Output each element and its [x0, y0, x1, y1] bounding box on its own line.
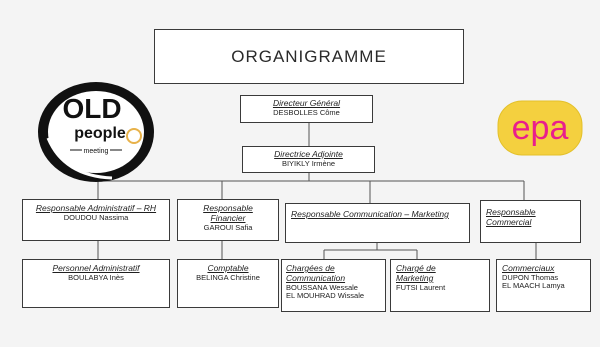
node-role: Chargé de Marketing	[396, 263, 436, 283]
node-responsable-communication-marketing: Responsable Communication – Marketing	[285, 203, 470, 243]
node-name: BOULABYA Inès	[68, 272, 124, 282]
node-role: Responsable Financier	[203, 203, 253, 223]
node-role: Personnel Administratif	[52, 263, 140, 273]
node-role: Responsable Administratif – RH	[35, 203, 157, 213]
old-logo-line3: meeting	[84, 148, 109, 155]
node-comptable: Comptable BELINGA Christine	[177, 259, 279, 308]
node-name: FUTSI Laurent	[396, 282, 446, 292]
node-name: BIYIKLY Irmène	[281, 158, 336, 168]
node-role: Chargées de Communication	[286, 263, 346, 283]
node-name: GAROUI Safia	[203, 222, 253, 232]
node-name: BELINGA Christine	[196, 272, 260, 282]
epa-logo: epa	[497, 100, 583, 156]
node-directrice-adjointe: Directrice Adjointe BIYIKLY Irmène	[242, 146, 375, 173]
node-role: Responsable Commercial	[486, 207, 536, 227]
node-role: Directeur Général	[272, 98, 341, 108]
node-role: Responsable Communication – Marketing	[291, 209, 449, 219]
epa-logo-text: epa	[512, 109, 569, 147]
node-name: DOUDOU Nassima	[63, 212, 129, 222]
node-role: Directrice Adjointe	[274, 149, 343, 159]
node-name: DUPON Thomas	[502, 272, 559, 282]
node-commerciaux: Commerciaux DUPON Thomas EL MAACH Lamya	[496, 259, 591, 312]
node-responsable-administratif-rh: Responsable Administratif – RH DOUDOU Na…	[22, 199, 170, 241]
node-role: Commerciaux	[502, 263, 555, 273]
node-chargees-de-communication: Chargées de Communication BOUSSANA Wessa…	[281, 259, 386, 312]
node-name: EL MAACH Lamya	[502, 281, 565, 291]
node-directeur-general: Directeur Général DESBOLLES Côme	[240, 95, 373, 123]
title-text: ORGANIGRAMME	[231, 46, 387, 66]
old-logo-line2: people	[74, 125, 126, 142]
node-name: BOUSSANA Wessale	[286, 282, 358, 292]
node-name: DESBOLLES Côme	[273, 107, 340, 117]
page-title: ORGANIGRAMME	[154, 29, 464, 84]
old-people-meeting-logo: OLD people meeting	[38, 82, 154, 182]
old-logo-line1: OLD	[62, 93, 121, 124]
node-responsable-financier: Responsable Financier GAROUI Safia	[177, 199, 279, 241]
node-responsable-commercial: Responsable Commercial	[480, 200, 581, 243]
node-personnel-administratif: Personnel Administratif BOULABYA Inès	[22, 259, 170, 308]
node-charge-de-marketing: Chargé de Marketing FUTSI Laurent	[390, 259, 490, 312]
node-name: EL MOUHRAD Wissale	[286, 291, 365, 301]
node-role: Comptable	[207, 263, 249, 273]
